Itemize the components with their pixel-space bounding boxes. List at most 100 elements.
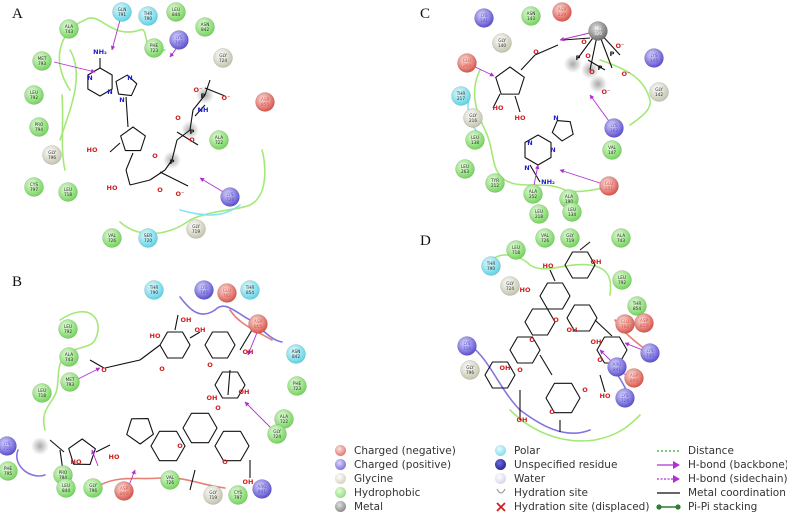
residue-bubble	[209, 130, 229, 150]
unspecified-residue-icon	[495, 458, 506, 470]
bond	[120, 126, 146, 152]
legend-item-displaced: Hydration site (displaced)	[494, 500, 649, 513]
bond	[129, 179, 151, 186]
pocket-contour	[16, 449, 46, 477]
atom-label: O	[175, 114, 181, 122]
residue-bubble	[481, 256, 501, 276]
atom-label: O	[585, 52, 591, 60]
bond	[182, 412, 218, 444]
bond	[189, 469, 196, 491]
residue-bubble	[604, 118, 624, 138]
residue-number: 722	[215, 140, 223, 145]
residue-number: 844	[172, 12, 180, 17]
atom-label: HO	[71, 458, 82, 466]
residue-name: LEU	[512, 245, 520, 250]
residue-number: 719	[566, 238, 574, 243]
residue-number: 842	[201, 27, 209, 32]
residue-bubble	[599, 176, 619, 196]
atom-label: O	[549, 408, 555, 416]
bond	[159, 331, 191, 359]
residue-name: LYS	[481, 13, 488, 18]
residue-bubble	[160, 470, 180, 490]
solvent-exposure-halo	[31, 437, 49, 455]
residue-number: 217	[457, 96, 465, 101]
residue-number: 252	[529, 194, 537, 199]
atom-label: NH₂	[93, 48, 107, 56]
atom-label: O	[581, 38, 587, 46]
residue-name: ASP	[630, 373, 639, 378]
atom-label: O	[589, 68, 595, 76]
residue-number: 134	[568, 212, 576, 217]
bond	[549, 269, 556, 282]
residue-name: ARG	[612, 362, 621, 367]
atom-label: HO	[493, 104, 504, 112]
bond	[125, 96, 129, 128]
residue-bubble	[252, 479, 272, 499]
residue-number: 140	[498, 43, 506, 48]
residue-name: ALA	[65, 352, 73, 357]
residue-number: 190	[565, 199, 573, 204]
residue-name: LEU	[535, 209, 543, 214]
residue-bubble	[29, 117, 49, 137]
residue-bubble	[58, 182, 78, 202]
hydrophobic-residue-icon	[335, 486, 346, 498]
residue-number: 723	[150, 48, 158, 53]
residue-number: 800	[630, 378, 638, 383]
residue-name: LEU	[62, 483, 70, 488]
atom-label: OH	[243, 478, 254, 486]
residue-number: 854	[246, 290, 254, 295]
residue-number: 216	[469, 118, 477, 123]
residue-name: VAL	[166, 475, 174, 480]
legend-item-metal-coordination: Metal coordination	[656, 486, 786, 499]
legend-item-pipi: Pi-Pi stacking	[656, 500, 757, 513]
hydration-site-icon	[496, 488, 506, 494]
atom-label: OH	[239, 388, 250, 396]
residue-bubble	[255, 92, 275, 112]
residue-name: GLY	[89, 483, 97, 488]
residue-number: 762	[621, 324, 629, 329]
residue-bubble	[102, 228, 122, 248]
atom-label: P	[576, 54, 581, 62]
residue-number: 797	[30, 187, 38, 192]
residue-number: 797	[234, 495, 242, 500]
residue-name: GLY	[498, 38, 506, 43]
residue-number: 728	[226, 197, 234, 202]
residue-bubble	[24, 85, 44, 105]
residue-number: 722	[280, 419, 288, 424]
residue-bubble	[169, 30, 189, 50]
residue-name: ASN	[292, 349, 301, 354]
atom-label: HO	[520, 286, 531, 294]
residue-name: GLY	[48, 150, 56, 155]
atom-label: O	[529, 336, 535, 344]
atom-label: OH	[243, 348, 254, 356]
atom-label: N	[127, 74, 132, 82]
residue-bubble	[624, 368, 644, 388]
residue-name: GLY	[273, 429, 281, 434]
residue-name: THR	[486, 261, 496, 266]
residue-number: 239	[558, 12, 566, 17]
solvent-exposure-halo	[589, 75, 607, 93]
atom-label: O⁻	[622, 70, 631, 78]
bond	[174, 314, 179, 331]
bond	[95, 444, 111, 453]
atom-label: O	[101, 366, 107, 374]
bond	[564, 251, 596, 279]
bond	[492, 93, 501, 109]
bond	[594, 319, 613, 337]
pocket-contour	[99, 476, 226, 489]
residue-name: GLN	[118, 7, 127, 12]
residue-bubble	[649, 82, 669, 102]
